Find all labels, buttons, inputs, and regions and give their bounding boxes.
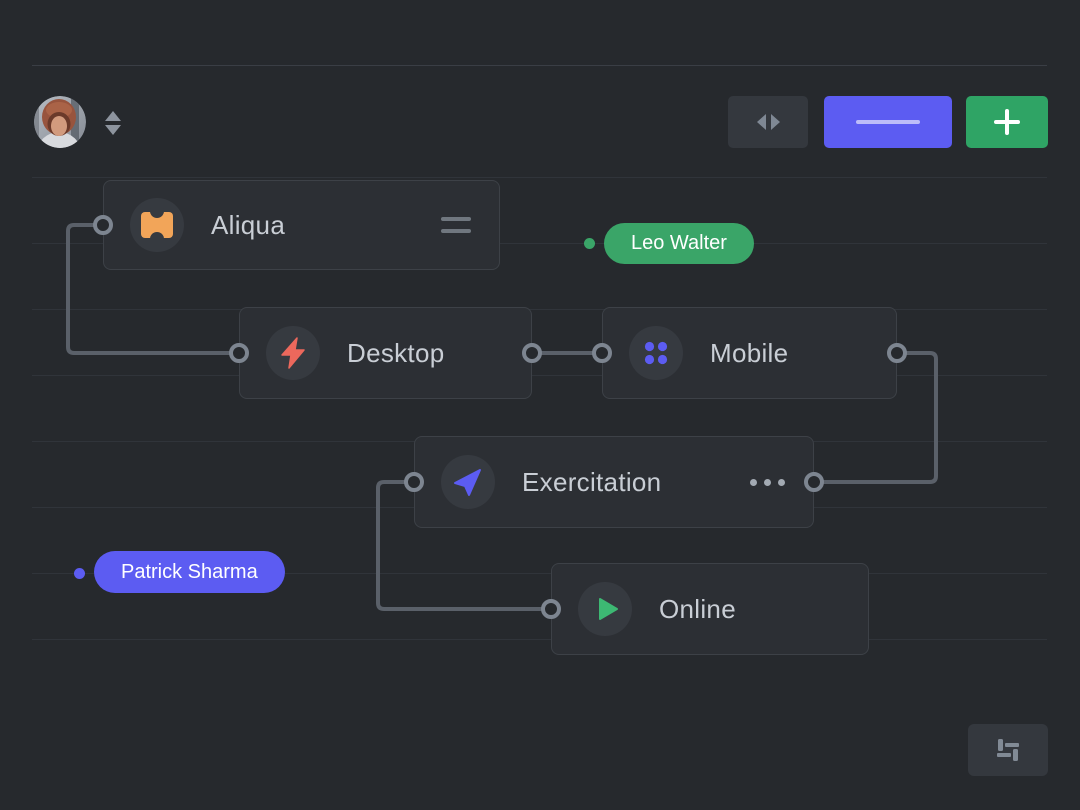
- node-desktop[interactable]: Desktop: [239, 307, 532, 399]
- dash-line-icon: [856, 120, 920, 124]
- node-label: Aliqua: [211, 209, 286, 240]
- node-label: Desktop: [347, 337, 445, 368]
- node-mobile[interactable]: Mobile: [602, 307, 897, 399]
- primary-action-button[interactable]: [824, 96, 952, 148]
- port-aliqua-left[interactable]: [93, 215, 113, 235]
- ticket-icon: [141, 208, 173, 242]
- split-view-button[interactable]: [728, 96, 808, 148]
- sliders-icon: [997, 739, 1019, 761]
- split-arrows-icon: [756, 114, 780, 130]
- badge-leo-walter[interactable]: Leo Walter: [604, 223, 754, 264]
- avatar-image: [34, 96, 86, 148]
- dots-grid-icon: [644, 341, 668, 365]
- add-node-button[interactable]: [966, 96, 1048, 148]
- badge-patrick-sharma[interactable]: Patrick Sharma: [94, 551, 285, 593]
- chevron-up-icon: [105, 111, 121, 121]
- ellipsis-icon[interactable]: [750, 478, 785, 486]
- port-exercitation-left[interactable]: [404, 472, 424, 492]
- collapse-sort-toggle[interactable]: [102, 109, 124, 137]
- node-icon-circle: [578, 582, 632, 636]
- lightning-icon: [281, 337, 305, 369]
- header-divider: [32, 65, 1047, 66]
- node-aliqua[interactable]: Aliqua: [103, 180, 500, 270]
- settings-button[interactable]: [968, 724, 1048, 776]
- drag-handle-icon[interactable]: [441, 217, 471, 233]
- send-arrow-icon: [454, 469, 481, 496]
- port-desktop-right[interactable]: [522, 343, 542, 363]
- port-mobile-left[interactable]: [592, 343, 612, 363]
- node-label: Mobile: [710, 337, 789, 368]
- node-icon-circle: [130, 198, 184, 252]
- badge-dot-patrick: [74, 568, 85, 579]
- node-icon-circle: [629, 326, 683, 380]
- port-exercitation-right[interactable]: [804, 472, 824, 492]
- play-icon: [599, 598, 618, 620]
- port-desktop-left[interactable]: [229, 343, 249, 363]
- node-label: Exercitation: [522, 466, 662, 497]
- port-online-left[interactable]: [541, 599, 561, 619]
- node-online[interactable]: Online: [551, 563, 869, 655]
- badge-dot-leo: [584, 238, 595, 249]
- node-icon-circle: [266, 326, 320, 380]
- node-label: Online: [659, 593, 736, 624]
- node-icon-circle: [441, 455, 495, 509]
- user-avatar[interactable]: [34, 96, 86, 148]
- chevron-down-icon: [105, 125, 121, 135]
- node-exercitation[interactable]: Exercitation: [414, 436, 814, 528]
- plus-icon: [994, 109, 1020, 135]
- port-mobile-right[interactable]: [887, 343, 907, 363]
